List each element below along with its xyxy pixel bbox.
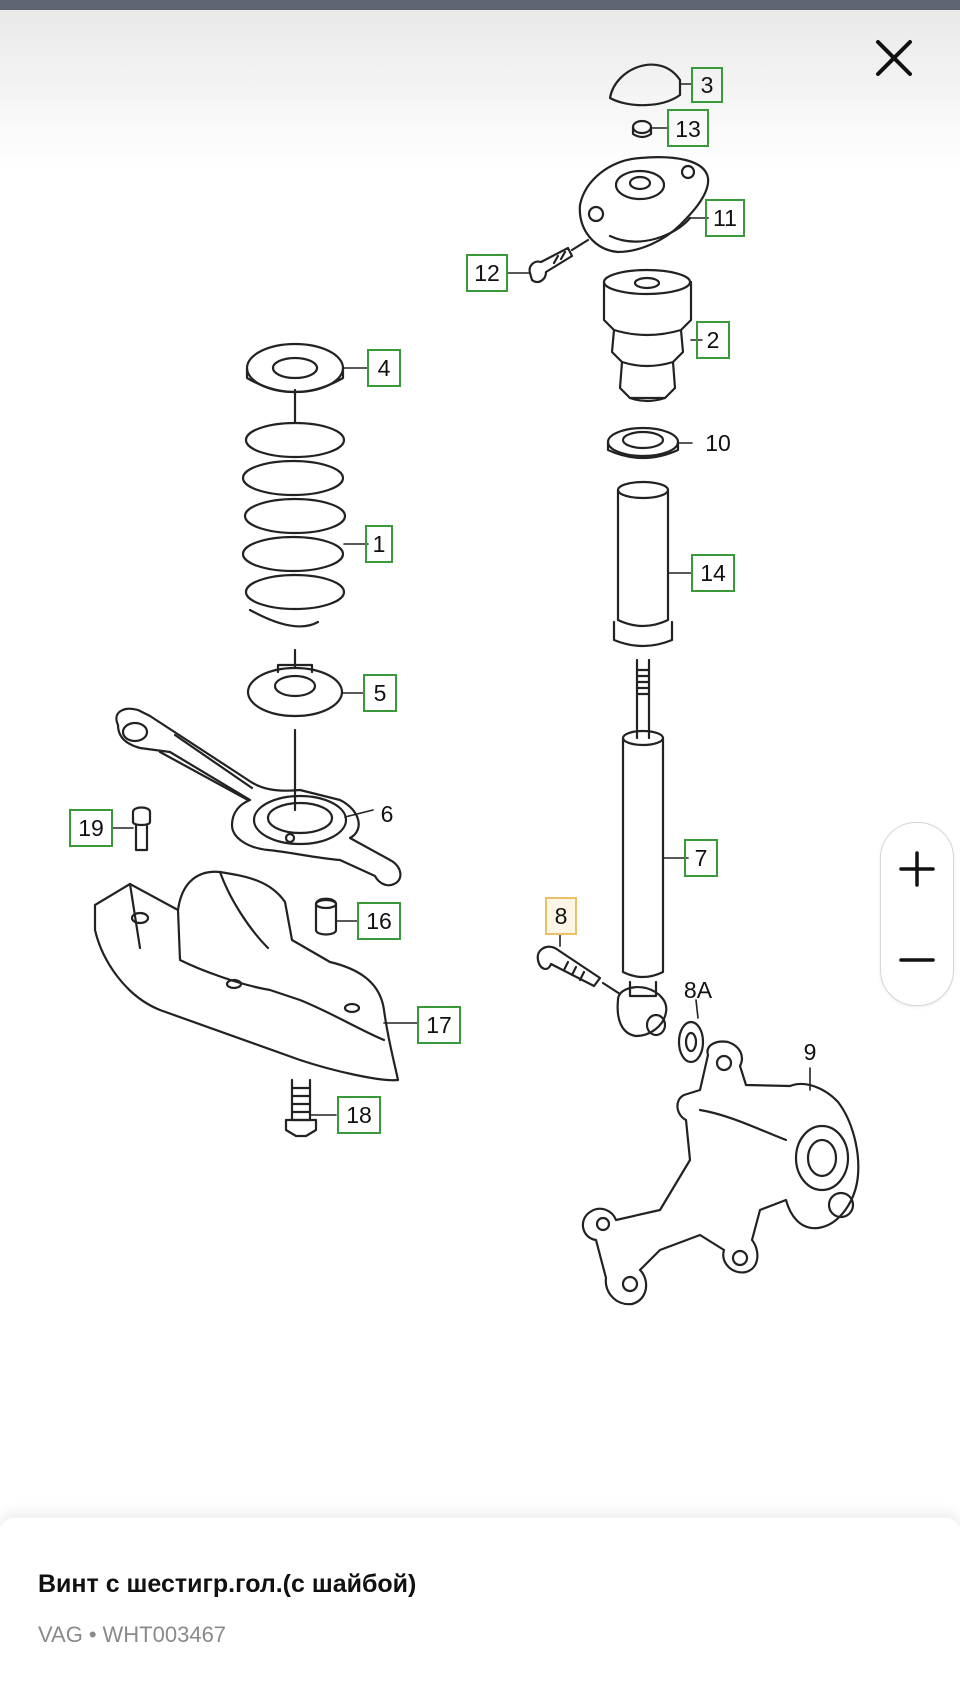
callout-10[interactable]: 10 xyxy=(705,430,731,456)
callout-18[interactable]: 18 xyxy=(337,1096,381,1134)
callout-17[interactable]: 17 xyxy=(417,1006,461,1044)
plus-icon xyxy=(899,850,935,887)
svg-text:8: 8 xyxy=(555,903,568,929)
callout-1[interactable]: 1 xyxy=(365,525,393,563)
part-1-spring xyxy=(241,421,347,628)
parts-diagram: 3 13 11 12 2 10 14 4 1 xyxy=(69,63,860,1306)
minus-icon xyxy=(899,957,935,962)
part-14-boot xyxy=(616,488,670,628)
status-bar xyxy=(0,0,960,10)
callout-3[interactable]: 3 xyxy=(691,67,723,103)
callout-2[interactable]: 2 xyxy=(696,321,730,359)
part-18-bolt xyxy=(290,1078,312,1122)
svg-text:11: 11 xyxy=(713,205,737,231)
callout-8a[interactable]: 8A xyxy=(684,977,713,1003)
callout-16[interactable]: 16 xyxy=(357,902,401,940)
svg-text:2: 2 xyxy=(707,327,720,353)
part-12-bolt xyxy=(528,246,574,284)
part-8a-washer xyxy=(677,1020,705,1064)
header-fade xyxy=(0,10,960,170)
part-13-nut xyxy=(631,119,653,135)
part-6-control-arm xyxy=(115,707,402,887)
svg-text:4: 4 xyxy=(378,355,391,381)
close-icon xyxy=(876,40,912,76)
part-11-top-mount xyxy=(578,156,710,254)
svg-text:6: 6 xyxy=(381,801,394,827)
svg-text:17: 17 xyxy=(426,1012,452,1038)
part-3-cap xyxy=(608,63,682,107)
callout-7[interactable]: 7 xyxy=(684,839,718,877)
callout-6[interactable]: 6 xyxy=(381,801,394,827)
svg-text:1: 1 xyxy=(373,531,386,557)
svg-text:18: 18 xyxy=(346,1102,372,1128)
zoom-in-button[interactable] xyxy=(881,823,953,914)
svg-text:8A: 8A xyxy=(684,977,713,1003)
svg-text:9: 9 xyxy=(804,1039,817,1065)
svg-text:13: 13 xyxy=(675,116,701,142)
callout-14[interactable]: 14 xyxy=(691,554,735,592)
svg-text:16: 16 xyxy=(366,908,392,934)
zoom-control xyxy=(880,822,954,1006)
svg-text:5: 5 xyxy=(374,680,387,706)
part-17-shield xyxy=(93,870,400,1082)
part-19-bolt xyxy=(131,806,152,827)
part-2-bump-stop xyxy=(602,280,693,400)
svg-text:7: 7 xyxy=(695,845,708,871)
part-meta: VAG•WHT003467 xyxy=(38,1622,226,1648)
svg-text:19: 19 xyxy=(78,815,104,841)
svg-text:14: 14 xyxy=(700,560,726,586)
callout-12[interactable]: 12 xyxy=(466,254,508,292)
svg-text:12: 12 xyxy=(474,260,500,286)
svg-text:3: 3 xyxy=(701,72,714,98)
close-button[interactable] xyxy=(870,34,918,82)
callout-19[interactable]: 19 xyxy=(69,809,113,847)
part-number: WHT003467 xyxy=(102,1622,227,1647)
part-9-knuckle xyxy=(581,1040,860,1306)
part-brand: VAG xyxy=(38,1622,83,1647)
svg-text:10: 10 xyxy=(705,430,731,456)
zoom-out-button[interactable] xyxy=(881,914,953,1005)
callout-13[interactable]: 13 xyxy=(667,109,709,147)
callout-9[interactable]: 9 xyxy=(804,1039,817,1065)
callout-5[interactable]: 5 xyxy=(363,674,397,712)
callout-4[interactable]: 4 xyxy=(367,349,401,387)
callout-11[interactable]: 11 xyxy=(705,199,745,237)
callout-8-selected[interactable]: 8 xyxy=(545,897,577,935)
part-name: Винт с шестигр.гол.(с шайбой) xyxy=(38,1570,417,1598)
part-info-sheet[interactable] xyxy=(0,1518,960,1698)
part-8-bolt xyxy=(536,945,602,988)
part-7-shock xyxy=(621,736,665,979)
separator: • xyxy=(88,1622,97,1647)
part-16-bushing xyxy=(314,897,338,936)
